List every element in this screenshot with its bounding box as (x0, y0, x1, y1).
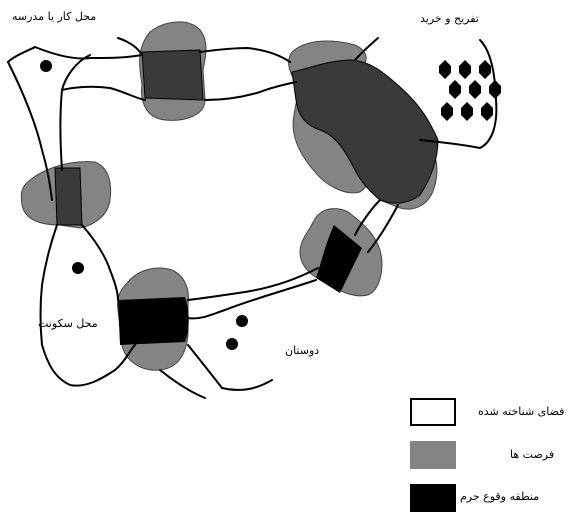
shopping-markers (439, 60, 501, 121)
shop-marker (481, 102, 493, 121)
legend-swatch-known-space (410, 398, 456, 426)
path-right-down (354, 199, 381, 236)
path-right-down-2 (367, 204, 399, 253)
label-recreation-shopping: تفریح و خرید (420, 12, 479, 25)
overlap-upper-right (291, 59, 439, 204)
shop-marker (489, 80, 501, 99)
crime-area-center (118, 297, 189, 345)
path-friends-1 (187, 279, 317, 320)
legend-label-crime-area: منطقه وقوع جرم (460, 490, 540, 503)
legend-label-known-space: فضای شناخته شده (478, 405, 565, 418)
path-friends-2 (187, 267, 319, 301)
crime-area-right (316, 225, 362, 293)
path-shop-loop (419, 39, 498, 150)
marker-work (40, 60, 52, 72)
label-work-school: محل کار یا مدرسه (12, 10, 97, 23)
label-residence: محل سکونت (38, 317, 98, 330)
label-friends: دوستان (285, 344, 320, 357)
location-markers (40, 60, 248, 350)
path-upper-right-out (354, 37, 379, 61)
path-work-loop (7, 45, 143, 63)
legend-swatch-crime-area (410, 484, 456, 512)
marker-friends-2 (226, 338, 238, 350)
travel-paths (7, 37, 498, 399)
path-top-right (204, 81, 297, 101)
path-bottom-3 (221, 379, 273, 391)
path-work-left (7, 61, 53, 201)
path-top-inner (61, 85, 146, 101)
legend-label-opportunities: فرصت ها (510, 448, 555, 461)
shop-marker (469, 80, 481, 99)
path-home-left-2 (39, 224, 136, 387)
legend-swatch-opportunities (410, 441, 456, 469)
shop-marker (441, 102, 453, 121)
shop-marker (461, 102, 473, 121)
path-top-far-left (117, 37, 143, 56)
crime-areas (118, 225, 362, 345)
path-top-right-2 (199, 46, 291, 63)
path-work-inner (59, 54, 91, 171)
path-bottom-2 (159, 369, 206, 399)
path-bottom (187, 344, 223, 389)
marker-friends-1 (236, 315, 248, 327)
marker-home (72, 262, 84, 274)
shop-marker (439, 60, 451, 79)
shop-marker (449, 80, 461, 99)
shop-marker (459, 60, 471, 79)
overlap-areas (54, 49, 439, 226)
path-home-left (81, 224, 119, 301)
overlap-left (54, 167, 83, 226)
overlap-top (141, 49, 204, 101)
shop-marker (479, 60, 491, 79)
